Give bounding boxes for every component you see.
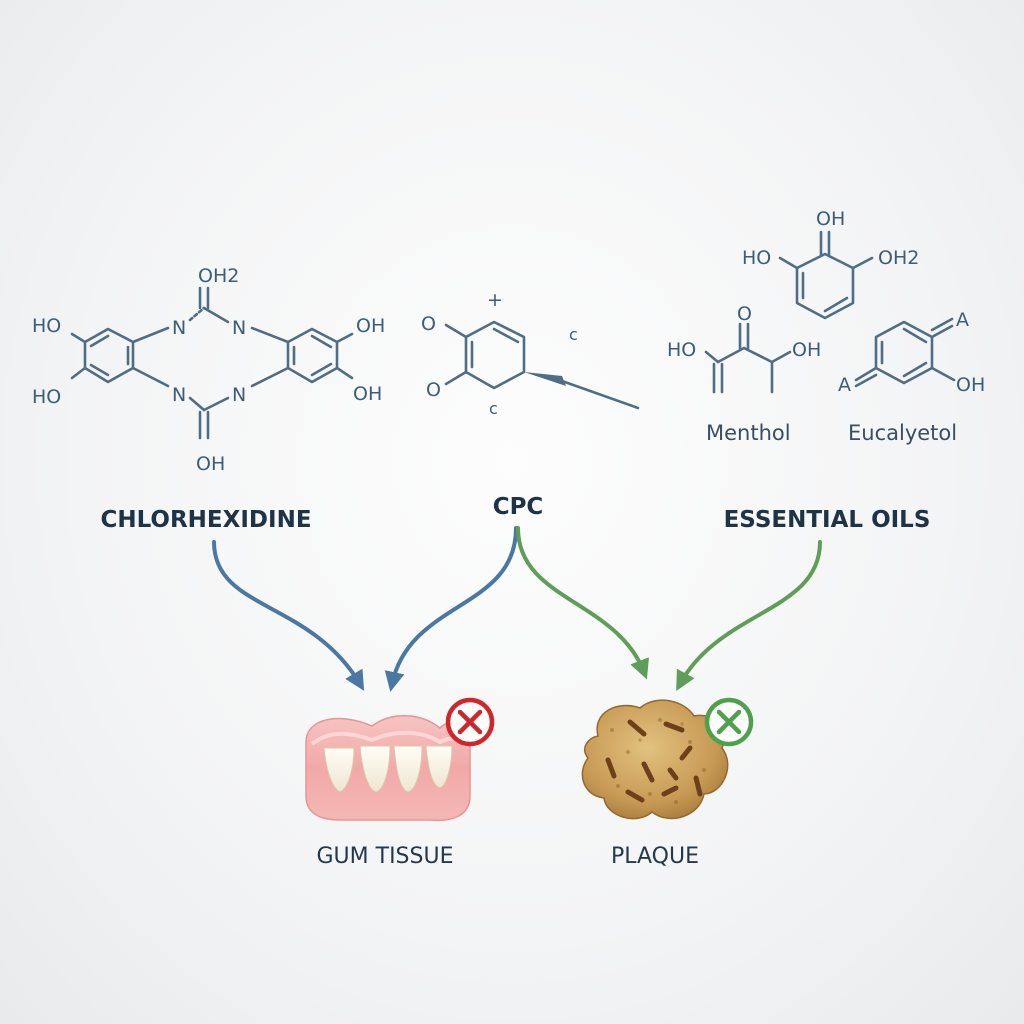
agent-cpc: CPC	[493, 494, 544, 520]
chx-n-bottom-left: N	[172, 384, 186, 406]
eucalyptol-oh: OH	[956, 374, 985, 396]
cpc-c-right: c	[569, 325, 578, 344]
phenol-structure: OH HO OH2	[742, 208, 919, 320]
check-circle-icon	[704, 697, 754, 747]
eucalyptol-name: Eucalyetol	[848, 421, 957, 445]
target-gum-tissue: GUM TISSUE	[317, 844, 454, 869]
eucalyptol-a-top: A	[956, 309, 969, 331]
cpc-c-bottom: c	[489, 399, 498, 418]
menthol-name: Menthol	[706, 421, 791, 445]
plaque-illustration	[581, 699, 729, 820]
phenol-oh2: OH2	[878, 247, 919, 269]
chx-right-bottom: OH	[353, 383, 382, 405]
chx-top-label: OH2	[198, 265, 239, 287]
cpc-structure: O O + c c	[421, 289, 640, 418]
chx-n-top-left: N	[172, 317, 186, 339]
menthol-structure: HO O OH Menthol	[667, 303, 821, 445]
menthol-oh: OH	[792, 339, 821, 361]
chx-left-top: HO	[32, 315, 61, 337]
agent-chlorhexidine: CHLORHEXIDINE	[100, 507, 311, 533]
chx-n-top-right: N	[232, 317, 246, 339]
gum-tissue-illustration	[305, 715, 471, 822]
cpc-o-bottom: O	[426, 379, 441, 401]
chx-left-bottom: HO	[32, 386, 61, 408]
eucalyptol-structure: A A OH Eucalyetol	[838, 309, 985, 445]
chlorhexidine-structure: OH2 OH HO HO OH OH N N N N	[32, 265, 385, 475]
chx-right-top: OH	[356, 315, 385, 337]
chx-n-bottom-right: N	[232, 384, 246, 406]
arrow-chlorhexidine-to-gum	[212, 540, 365, 691]
cpc-o-top: O	[421, 313, 436, 335]
menthol-o: O	[737, 303, 752, 325]
chx-bottom-label: OH	[196, 453, 225, 475]
cpc-plus: +	[487, 289, 503, 311]
target-plaque: PLAQUE	[611, 844, 699, 869]
menthol-ho: HO	[667, 339, 696, 361]
phenol-ho: HO	[742, 247, 771, 269]
agent-essential-oils: ESSENTIAL OILS	[724, 507, 931, 533]
arrow-cpc-to-gum	[384, 526, 518, 692]
arrow-cpc-to-plaque	[516, 526, 649, 680]
eucalyptol-a-left: A	[838, 374, 851, 396]
x-circle-icon	[445, 697, 495, 747]
arrow-essential-oils-to-plaque	[676, 540, 822, 692]
phenol-oh: OH	[816, 208, 845, 230]
